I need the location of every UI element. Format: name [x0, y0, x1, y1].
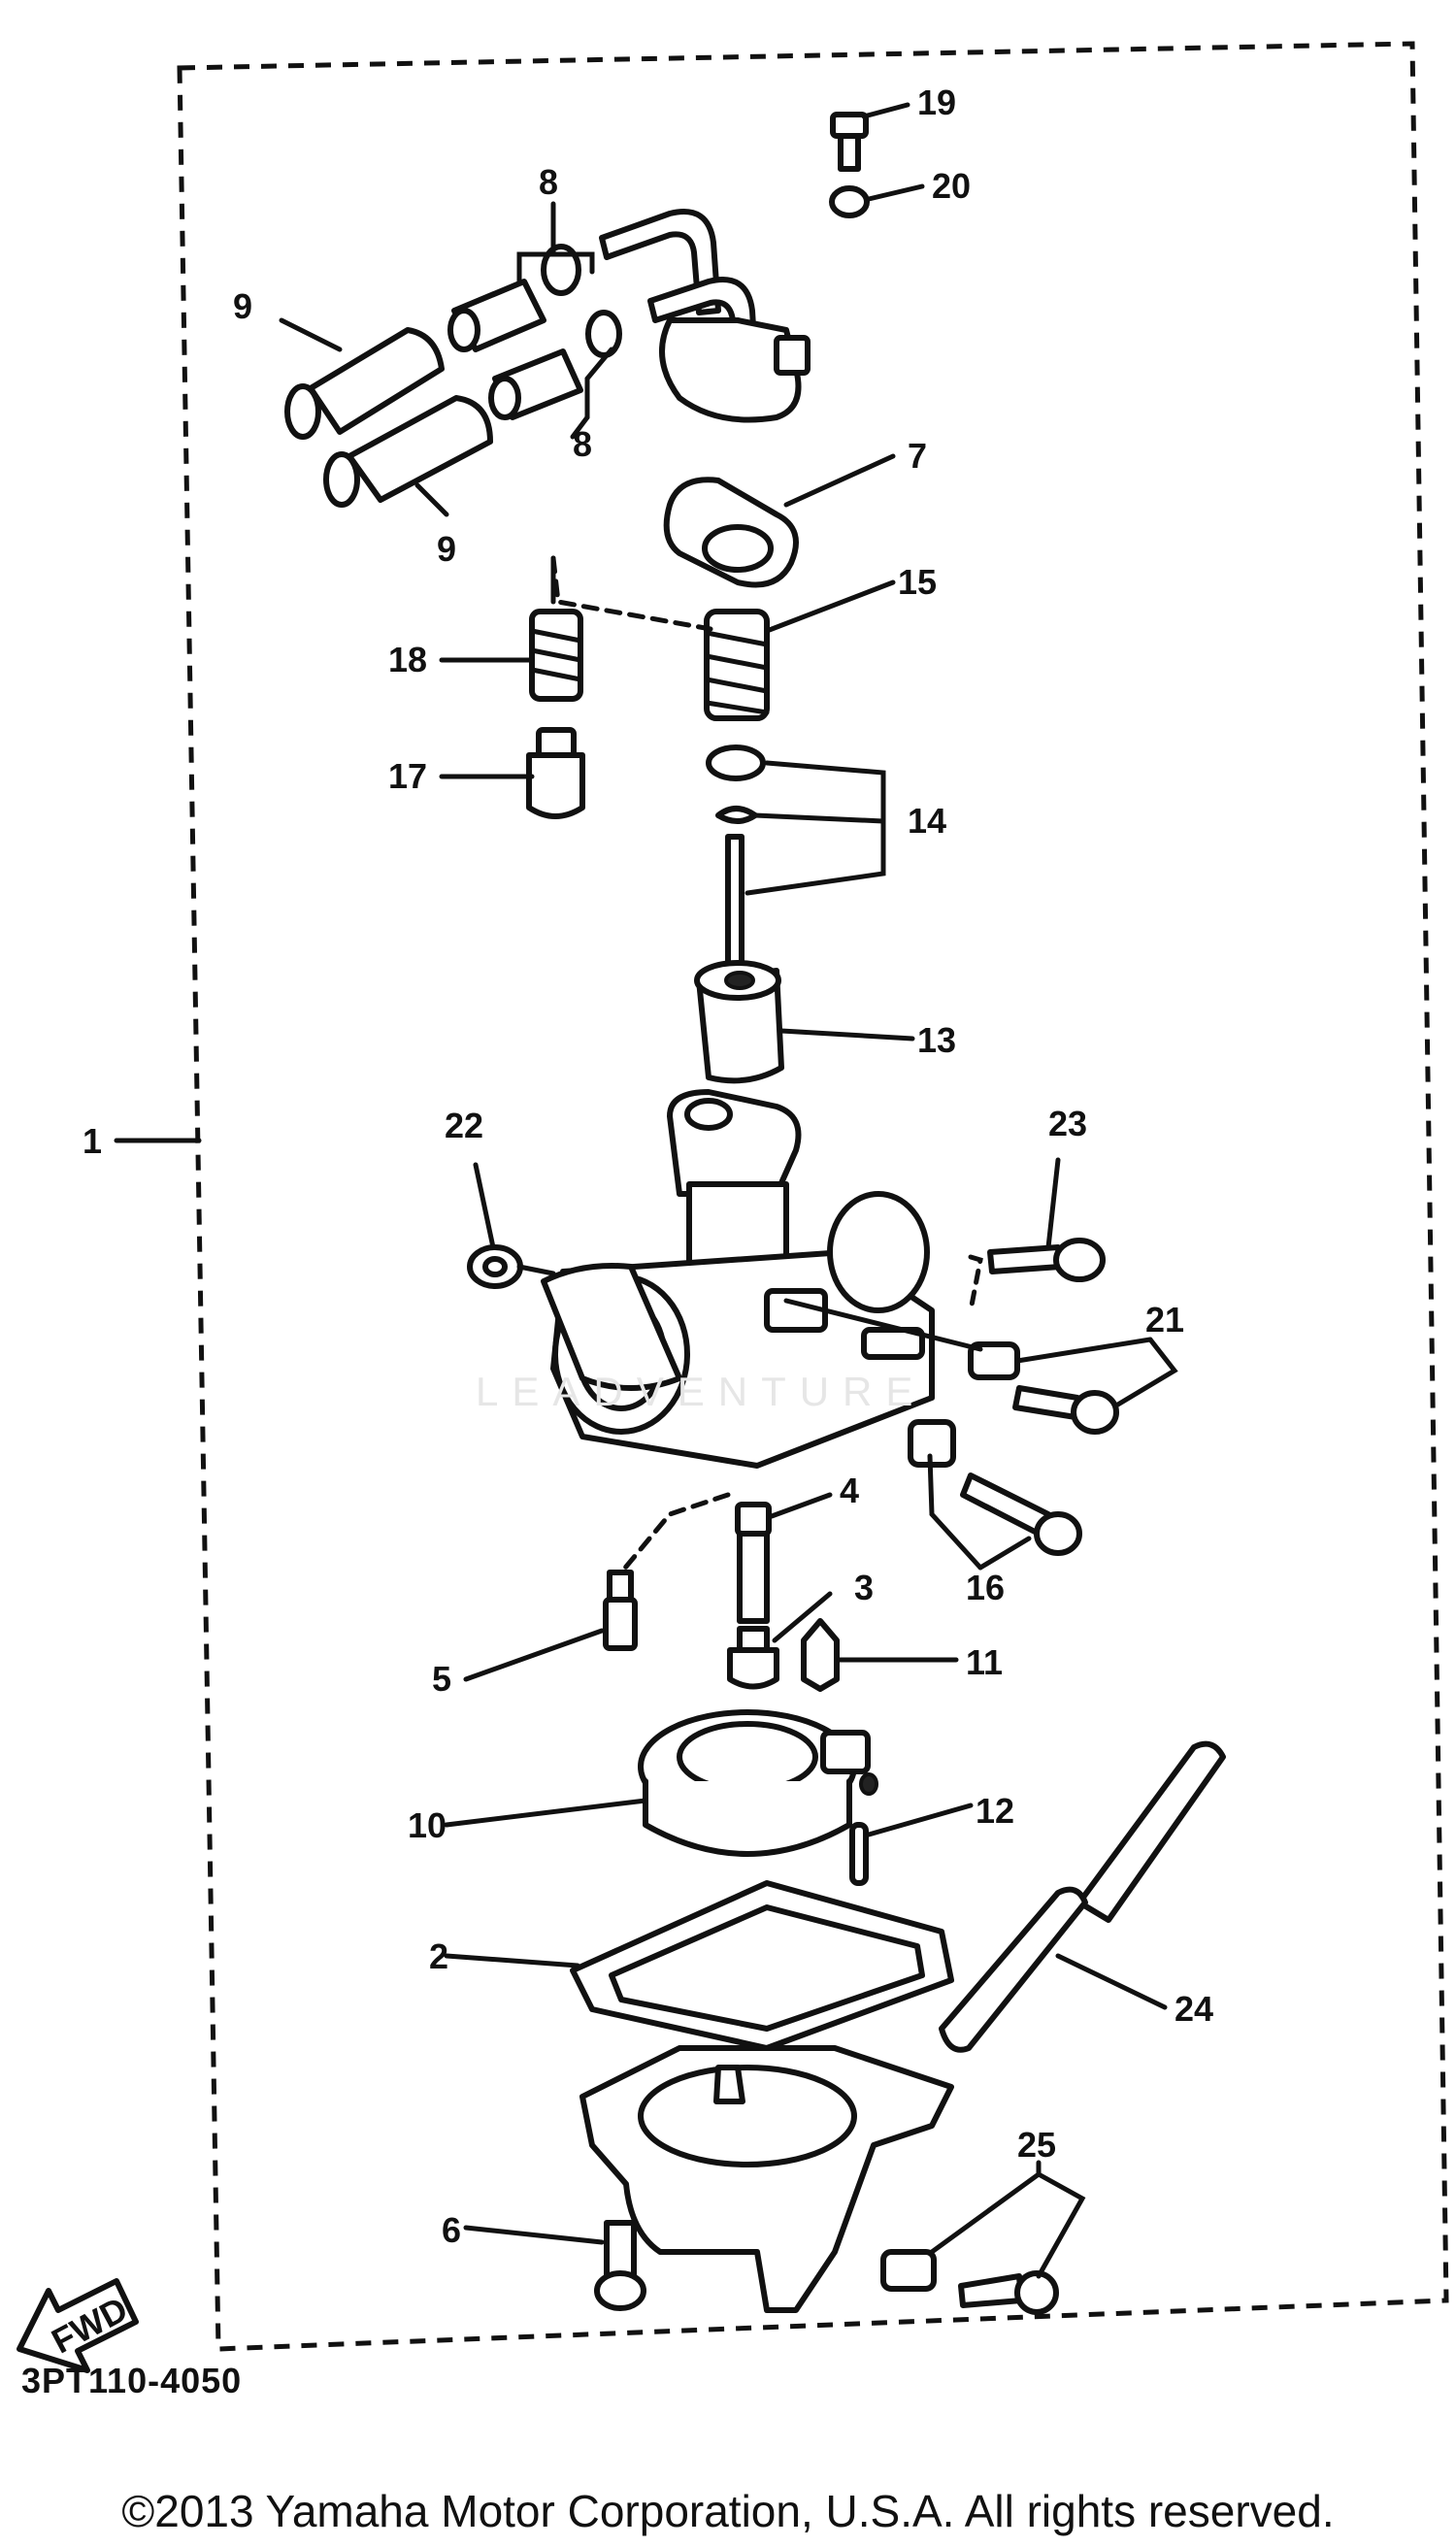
catalog-code: 3PT110-4050	[21, 2361, 243, 2400]
part-20-washer	[829, 185, 870, 218]
callout-24: 24	[1175, 1989, 1213, 2029]
part-15-spring	[704, 609, 770, 721]
callout-17: 17	[388, 756, 427, 796]
callout-19: 19	[917, 83, 956, 122]
part-25-drain-screw	[880, 2249, 1059, 2315]
part-12-float-pin	[849, 1822, 869, 1886]
callout-10: 10	[408, 1805, 447, 1845]
part-14-needle-set	[706, 744, 766, 976]
callout-9-upper: 9	[233, 286, 252, 326]
callout-15: 15	[898, 562, 937, 602]
callout-12: 12	[976, 1791, 1014, 1831]
part-8-fitting-upper	[447, 244, 581, 352]
part-6-screw	[594, 2220, 646, 2311]
part-9-cap-lower	[323, 395, 493, 508]
part-18-spring	[529, 609, 583, 702]
part-13-throttle-valve	[694, 960, 784, 1084]
fwd-arrow-icon: FWD	[17, 2278, 139, 2373]
callout-23: 23	[1048, 1104, 1087, 1143]
callout-1: 1	[83, 1121, 102, 1161]
watermark: LEADVENTURE	[476, 1369, 927, 1414]
callout-22: 22	[445, 1106, 483, 1145]
part-2-gasket	[570, 1880, 954, 2051]
part-23-screw	[987, 1238, 1106, 1282]
callout-13: 13	[917, 1020, 956, 1060]
part-22-nut	[467, 1244, 523, 1289]
callout-7: 7	[908, 436, 927, 476]
leader-lines	[114, 102, 1178, 2279]
part-24-drain-hose	[939, 1740, 1226, 2053]
part-16-throttle-screw	[908, 1419, 1082, 1556]
callout-5: 5	[432, 1659, 451, 1699]
assembly-boundary	[177, 41, 1449, 2352]
callout-8-lower: 8	[573, 424, 592, 464]
callout-16: 16	[966, 1568, 1005, 1607]
part-7-gasket	[663, 477, 799, 588]
callout-6: 6	[442, 2210, 461, 2250]
callout-21: 21	[1145, 1300, 1184, 1340]
part-17-seat	[526, 727, 585, 819]
callout-11: 11	[966, 1642, 1003, 1682]
part-float-bowl	[579, 2045, 954, 2313]
callout-18: 18	[388, 640, 427, 679]
callout-9-lower: 9	[437, 529, 456, 569]
callout-25: 25	[1017, 2125, 1056, 2165]
part-4-nozzle	[735, 1502, 772, 1624]
callout-2: 2	[429, 1936, 448, 1976]
part-5-pilot-jet	[603, 1570, 638, 1651]
part-10-float	[638, 1709, 878, 1857]
part-8-fitting-lower	[488, 310, 622, 420]
callout-14: 14	[908, 801, 946, 841]
part-21-pilot-screw	[968, 1341, 1119, 1435]
callout-labels: 19 20 8 8 9 9 7 15 18 17 14 13 1 22 23 2…	[83, 83, 1213, 2250]
copyright-notice: ©2013 Yamaha Motor Corporation, U.S.A. A…	[121, 2486, 1335, 2536]
part-top-hoses	[599, 209, 811, 423]
callout-8-upper: 8	[539, 162, 558, 202]
part-carburetor-body	[541, 1089, 935, 1469]
callout-4: 4	[840, 1471, 859, 1510]
callout-3: 3	[854, 1568, 874, 1607]
part-19-bolt	[830, 112, 869, 172]
part-9-cap-upper	[284, 327, 445, 440]
callout-20: 20	[932, 166, 971, 206]
part-3-main-jet	[727, 1626, 779, 1690]
part-11-needle-valve	[801, 1618, 840, 1692]
